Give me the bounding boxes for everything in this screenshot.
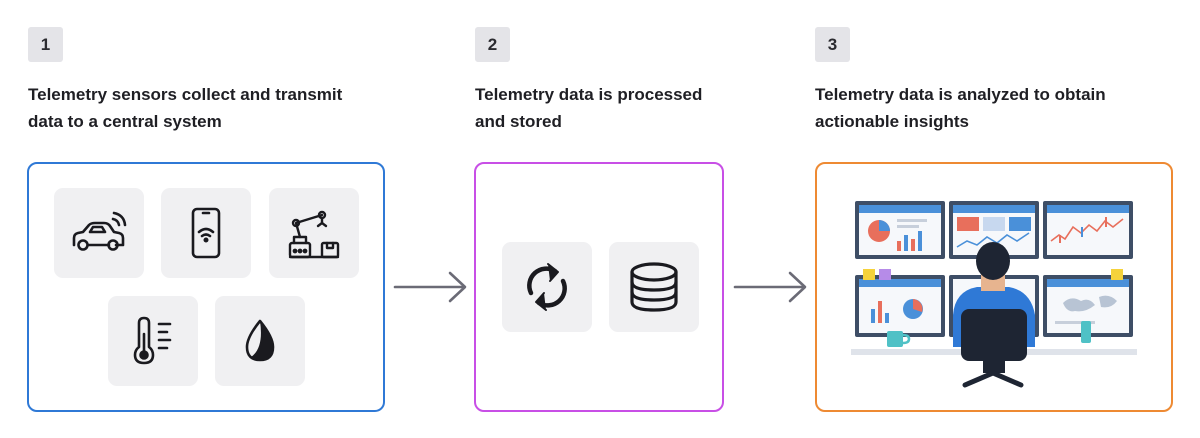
step-3-number-badge: 3: [815, 27, 850, 62]
step-1-line-1: Telemetry sensors collect and transmit: [28, 85, 343, 104]
step-1-number: 1: [40, 34, 51, 54]
step-3-description: Telemetry data is analyzed to obtain act…: [815, 81, 1106, 135]
arrow-step-2-to-3: [733, 271, 807, 303]
sync-tile: [502, 242, 592, 332]
database-tile: [609, 242, 699, 332]
processing-panel: [474, 162, 724, 412]
step-1-number-badge: 1: [28, 27, 63, 62]
step-2-line-1: Telemetry data is processed: [475, 85, 703, 104]
car-icon: [72, 211, 127, 251]
step-3-line-1: Telemetry data is analyzed to obtain: [815, 85, 1106, 104]
step-1-line-2: data to a central system: [28, 112, 222, 131]
arrow-step-1-to-2: [393, 271, 467, 303]
step-1-description: Telemetry sensors collect and transmit d…: [28, 81, 342, 135]
step-2-number: 2: [487, 34, 498, 54]
robot-arm-tile: [269, 188, 359, 278]
sensors-panel: [27, 162, 385, 412]
monitor-bottom-right: [1043, 275, 1133, 337]
smartphone-icon: [191, 207, 221, 259]
step-2-number-badge: 2: [475, 27, 510, 62]
water-drop-icon: [245, 319, 275, 362]
monitor-top-middle: [949, 201, 1039, 259]
robot-arm-icon: [288, 210, 340, 259]
step-3-line-2: actionable insights: [815, 112, 969, 131]
step-3-number: 3: [827, 34, 838, 54]
smartphone-tile: [161, 188, 251, 278]
thermometer-icon: [133, 316, 172, 365]
analyst-monitoring-dashboards-illustration: [851, 201, 1137, 388]
thermometer-tile: [108, 296, 198, 386]
step-2-line-2: and stored: [475, 112, 562, 131]
car-tile: [54, 188, 144, 278]
monitor-top-right: [1043, 201, 1133, 259]
analysis-panel: [815, 162, 1173, 412]
monitor-top-left: [855, 201, 945, 259]
monitor-bottom-left: [855, 275, 945, 337]
water-drop-tile: [215, 296, 305, 386]
sync-icon: [527, 263, 567, 311]
step-2-description: Telemetry data is processed and stored: [475, 81, 702, 135]
database-icon: [630, 262, 678, 312]
